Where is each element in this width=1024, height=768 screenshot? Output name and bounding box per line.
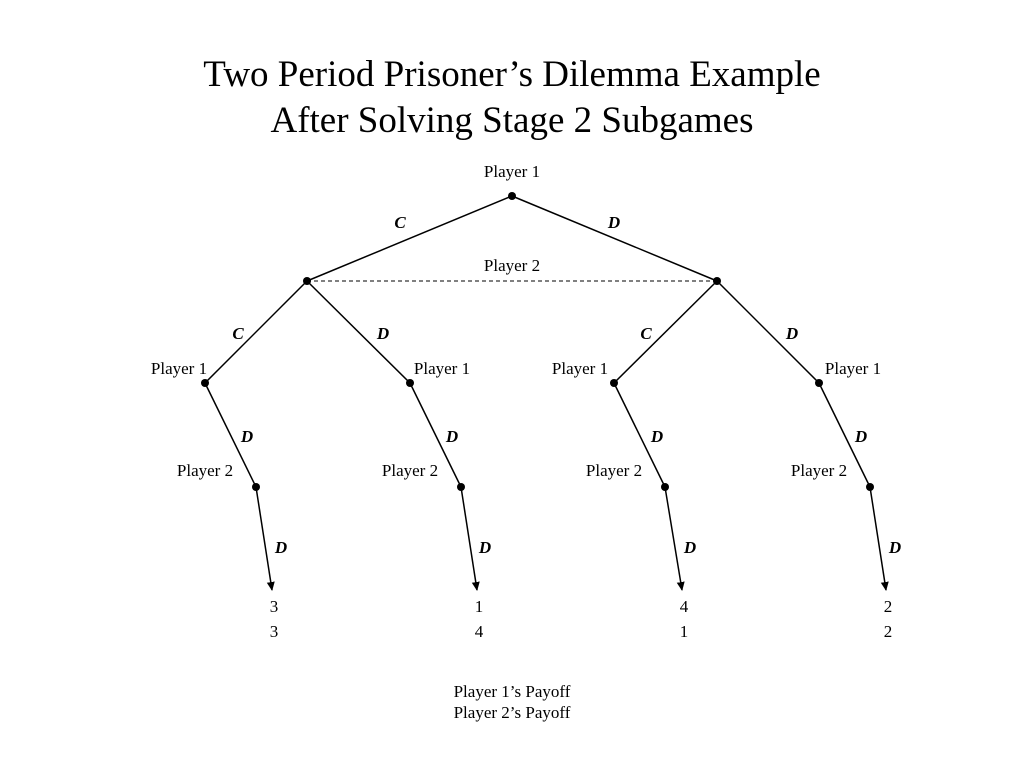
p2-action-2: D xyxy=(376,324,389,343)
stage2-player2-label-3: Player 2 xyxy=(586,461,642,480)
s2p2-action-1: D xyxy=(274,538,287,557)
s2p2-action-4: D xyxy=(888,538,901,557)
payoff-2-player1: 1 xyxy=(475,597,484,616)
payoff-1-player1: 3 xyxy=(270,597,279,616)
title-line-2: After Solving Stage 2 Subgames xyxy=(270,100,754,141)
stage2-player1-label-4: Player 1 xyxy=(825,359,881,378)
p2-edge-1 xyxy=(204,280,308,384)
s2p1-edge-4 xyxy=(818,382,871,488)
root-player-label: Player 1 xyxy=(484,162,540,181)
stage2-player2-label-1: Player 2 xyxy=(177,461,233,480)
stage2-player1-label-3: Player 1 xyxy=(552,359,608,378)
root-action-c: C xyxy=(394,213,406,232)
p2-action-1: C xyxy=(232,324,244,343)
legend-line-2: Player 2’s Payoff xyxy=(453,703,571,722)
root-edge-c xyxy=(306,195,513,282)
payoff-3-player2: 1 xyxy=(680,622,689,641)
s2p1-action-2: D xyxy=(445,427,458,446)
slide-title: Two Period Prisoner’s Dilemma Example Af… xyxy=(0,52,1024,144)
s2p1-action-1: D xyxy=(240,427,253,446)
payoff-2-player2: 4 xyxy=(475,622,484,641)
s2p2-edge-2 xyxy=(460,486,480,591)
p2-edge-3 xyxy=(613,280,718,384)
payoff-4-player1: 2 xyxy=(884,597,893,616)
s2p2-edge-3 xyxy=(664,486,685,591)
s2p2-action-2: D xyxy=(478,538,491,557)
s2p1-edge-1 xyxy=(204,382,257,488)
stage2-player1-node-3 xyxy=(610,379,618,387)
s2p1-edge-2 xyxy=(409,382,462,488)
p2-action-3: C xyxy=(640,324,652,343)
stage2-player2-node-1 xyxy=(252,483,260,491)
s2p1-action-3: D xyxy=(650,427,663,446)
payoff-4-player2: 2 xyxy=(884,622,893,641)
s2p2-edge-1 xyxy=(255,486,275,591)
stage2-player2-label-4: Player 2 xyxy=(791,461,847,480)
p2-edge-2 xyxy=(306,280,411,384)
s2p2-action-3: D xyxy=(683,538,696,557)
stage2-player2-label-2: Player 2 xyxy=(382,461,438,480)
root-node xyxy=(508,192,516,200)
p2-action-4: D xyxy=(785,324,798,343)
s2p1-edge-3 xyxy=(613,382,666,488)
s2p1-action-4: D xyxy=(854,427,867,446)
title-line-1: Two Period Prisoner’s Dilemma Example xyxy=(203,54,821,95)
stage2-player1-node-4 xyxy=(815,379,823,387)
s2p2-edge-4 xyxy=(869,486,889,591)
stage2-player1-label-2: Player 1 xyxy=(414,359,470,378)
root-edge-d xyxy=(511,195,718,282)
payoff-legend: Player 1’s Payoff Player 2’s Payoff xyxy=(0,681,1024,723)
stage2-player1-node-2 xyxy=(406,379,414,387)
legend-line-1: Player 1’s Payoff xyxy=(453,682,571,701)
payoff-1-player2: 3 xyxy=(270,622,279,641)
stage2-player2-node-3 xyxy=(661,483,669,491)
payoff-3-player1: 4 xyxy=(680,597,689,616)
info-set-player-label: Player 2 xyxy=(484,256,540,275)
stage2-player2-node-2 xyxy=(457,483,465,491)
stage2-player1-node-1 xyxy=(201,379,209,387)
stage2-player1-label-1: Player 1 xyxy=(151,359,207,378)
stage2-player2-node-4 xyxy=(866,483,874,491)
root-action-d: D xyxy=(607,213,620,232)
p2-edge-4 xyxy=(716,280,820,384)
